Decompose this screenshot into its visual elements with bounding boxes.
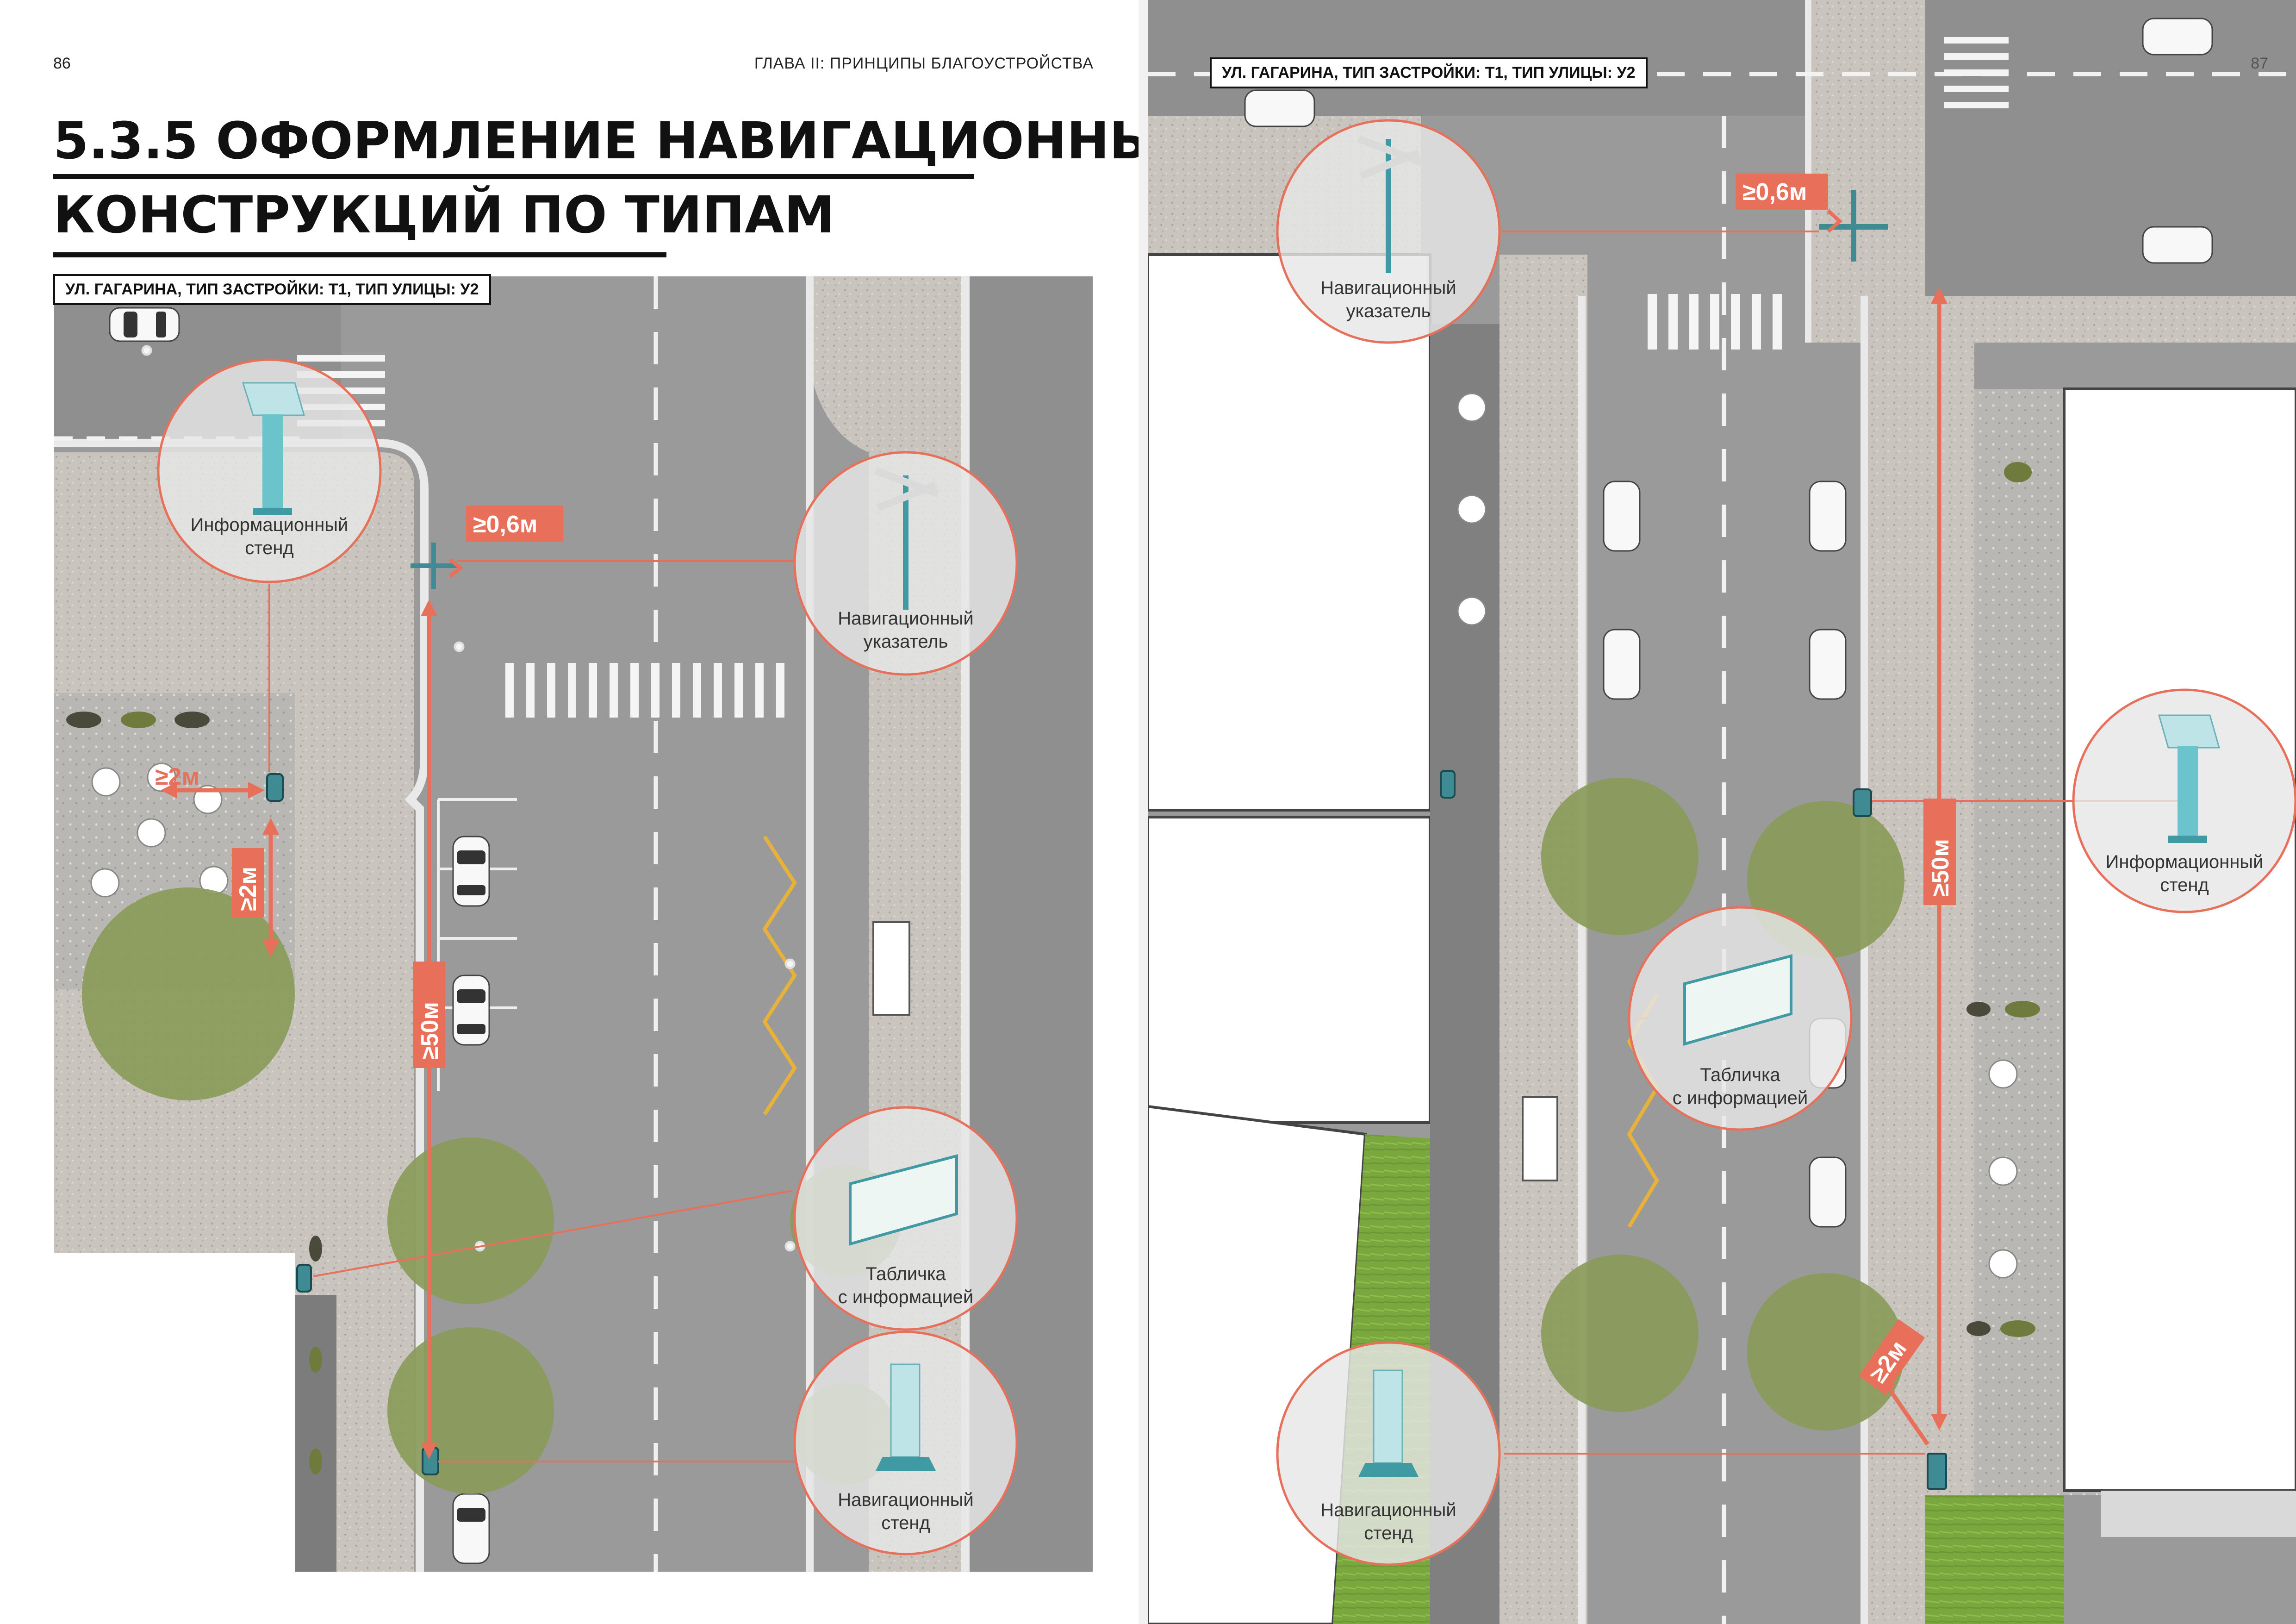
leader-lines	[268, 560, 802, 1462]
svg-text:Навигационный: Навигационный	[838, 608, 973, 629]
street-plan-left: ≥0,6м ≥2м ≥2м ≥50м Информационный стенд	[54, 276, 1093, 1572]
dimension-vertical-label: ≥2м	[232, 848, 264, 918]
cafe-table-icon	[1457, 393, 2018, 1279]
page-number: 87	[2251, 55, 2268, 72]
nav-stand-icon	[876, 1363, 936, 1471]
page-title-line-1: 5.3.5 ОФОРМЛЕНИЕ НАВИГАЦИОННЫХ	[53, 111, 1139, 170]
nav-sign-icon	[1357, 135, 1422, 273]
svg-text:≥50м: ≥50м	[417, 1002, 443, 1060]
callout-nav-sign: Навигационный указатель	[1276, 119, 1501, 344]
svg-text:стенд: стенд	[881, 1513, 930, 1533]
right-sidewalk	[1868, 343, 1974, 1624]
svg-text:≥0,6м: ≥0,6м	[473, 511, 537, 538]
svg-text:с информацией: с информацией	[838, 1287, 974, 1307]
info-plate-icon	[1683, 954, 1792, 1046]
building-right	[2063, 387, 2296, 1492]
car-icon	[452, 836, 490, 907]
svg-text:Навигационный: Навигационный	[1320, 278, 1456, 298]
left-curb	[54, 439, 429, 1572]
svg-text:Информационный: Информационный	[191, 515, 348, 535]
left-sidewalk-gravel	[1500, 255, 1587, 1624]
right-curb	[806, 276, 814, 1572]
svg-text:≥50м: ≥50м	[1927, 839, 1954, 897]
svg-text:Табличка: Табличка	[1700, 1065, 1780, 1085]
chapter-header: ГЛАВА II: ПРИНЦИПЫ БЛАГОУСТРОЙСТВА	[754, 55, 1094, 72]
crosswalk-main	[505, 663, 784, 718]
svg-text:Навигационный: Навигационный	[838, 1490, 973, 1510]
bus-shelter	[1522, 1096, 1558, 1181]
nav-stand-icon	[1358, 1369, 1419, 1477]
callout-nav-stand: Навигационный стенд	[1276, 1341, 1501, 1566]
dimension-horizontal-label: ≥2м	[155, 763, 199, 790]
crosswalk-top	[1944, 37, 2009, 108]
nav-sign-marker	[411, 543, 457, 589]
info-plate-icon	[849, 1154, 958, 1246]
car-icon	[452, 1493, 490, 1564]
car-icon	[452, 974, 490, 1046]
street-label: УЛ. ГАГАРИНА, ТИП ЗАСТРОЙКИ: Т1, ТИП УЛИ…	[53, 274, 491, 305]
page-title-line-2: КОНСТРУКЦИЙ ПО ТИПАМ	[53, 185, 835, 244]
left-page: 86 ГЛАВА II: ПРИНЦИПЫ БЛАГОУСТРОЙСТВА 5.…	[0, 0, 1139, 1624]
info-stand-icon	[2158, 714, 2220, 843]
crosswalk-main	[1648, 294, 1782, 350]
top-right-road	[1925, 0, 2296, 296]
nav-sign-marker	[1819, 190, 1888, 262]
building-left-mid	[1148, 816, 1431, 1124]
callout-info-plate: Табличка с информацией	[793, 1106, 1018, 1331]
flower-bed-icon	[1966, 462, 2040, 1337]
bus-stop-marking	[762, 835, 797, 1116]
right-page: ≥0,6м ≥50м ≥2м Навигационный указатель	[1148, 0, 2296, 1624]
building-left-top	[1148, 253, 1431, 812]
svg-text:≥2м: ≥2м	[155, 763, 199, 790]
building-shadow	[295, 1295, 336, 1572]
svg-text:≥0,6м: ≥0,6м	[1742, 179, 1807, 206]
svg-text:стенд: стенд	[245, 538, 294, 558]
svg-text:стенд: стенд	[2160, 875, 2209, 895]
building-left	[54, 1253, 295, 1572]
street-plan-right: ≥0,6м ≥50м ≥2м Навигационный указатель	[1148, 0, 2296, 1624]
callout-info-stand: Информационный стенд	[2072, 688, 2296, 913]
street-label: УЛ. ГАГАРИНА, ТИП ЗАСТРОЙКИ: Т1, ТИП УЛИ…	[1210, 57, 1648, 88]
svg-text:указатель: указатель	[864, 631, 948, 652]
bus-shelter	[872, 921, 910, 1016]
svg-text:указатель: указатель	[1346, 301, 1431, 321]
lawn-right	[1925, 1495, 2064, 1624]
callout-nav-sign: Навигационный указатель	[793, 451, 1018, 676]
right-curb	[1860, 296, 1868, 1624]
nav-element-marker	[1440, 770, 1456, 799]
svg-text:Навигационный: Навигационный	[1320, 1500, 1456, 1520]
callout-info-stand: Информационный стенд	[157, 358, 382, 583]
nav-element-marker	[266, 773, 284, 802]
nav-sign-icon	[874, 467, 940, 610]
page-number: 86	[53, 55, 71, 72]
nav-element-marker	[296, 1264, 312, 1293]
car-icon	[109, 307, 180, 342]
info-stand-icon	[242, 382, 305, 515]
svg-text:с информацией: с информацией	[1673, 1088, 1808, 1108]
nav-element-marker	[1927, 1453, 1947, 1490]
svg-text:≥2м: ≥2м	[235, 867, 261, 911]
left-curb	[1578, 296, 1586, 1624]
callout-info-plate: Табличка с информацией	[1628, 906, 1853, 1131]
dimension-spacing-label: ≥50м	[413, 962, 445, 1068]
dimension-offset-label: ≥0,6м	[466, 506, 563, 542]
right-bottom-block	[2101, 1491, 2296, 1537]
nav-element-marker	[1853, 788, 1872, 817]
callout-nav-stand: Навигационный стенд	[793, 1330, 1018, 1555]
dimension-spacing-label: ≥50м	[1923, 799, 1956, 905]
svg-text:стенд: стенд	[1364, 1523, 1413, 1543]
flower-bed-icon	[66, 712, 322, 1474]
page-spine	[1139, 0, 1148, 1624]
right-top-curb	[1805, 0, 1811, 343]
dimension-offset-label: ≥0,6м	[1736, 174, 1828, 210]
svg-text:Табличка: Табличка	[865, 1264, 946, 1284]
svg-text:Информационный: Информационный	[2106, 852, 2264, 872]
title-underline-1	[53, 174, 974, 179]
cafe-table-icon	[90, 762, 229, 898]
title-underline-2	[53, 252, 666, 257]
